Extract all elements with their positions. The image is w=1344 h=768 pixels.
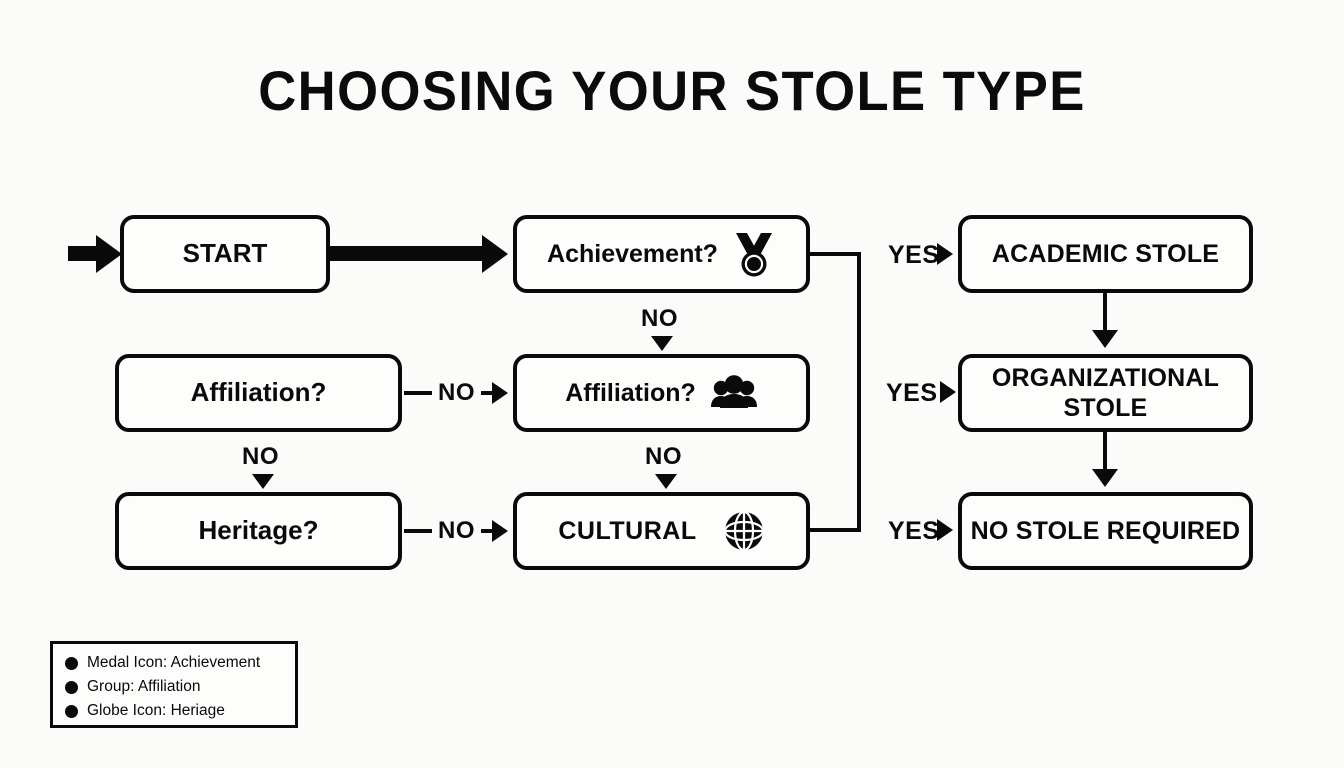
node-organizational-stole-line2: STOLE: [1063, 394, 1148, 422]
node-cultural-label: CULTURAL: [558, 517, 697, 545]
edge-label-yes-3: YES: [888, 517, 940, 545]
start-entry-arrow-head: [96, 235, 122, 273]
legend-item-label: Group: Affiliation: [87, 678, 201, 695]
cultural-yes-hline: [810, 528, 861, 532]
heritage-no-hline-a: [404, 529, 432, 533]
organizational-to-nostole-arrowhead: [1092, 469, 1118, 487]
node-affiliation-left[interactable]: Affiliation?: [115, 354, 402, 432]
node-heritage-left[interactable]: Heritage?: [115, 492, 402, 570]
node-affiliation-left-label: Affiliation?: [190, 377, 327, 408]
yes-bracket-vline: [857, 252, 861, 530]
legend-item-label: Globe Icon: Heriage: [87, 702, 225, 719]
academic-to-organizational-line: [1103, 293, 1107, 333]
no-4-arrowhead: [655, 474, 677, 489]
organizational-to-nostole-line: [1103, 432, 1107, 472]
node-academic-stole-label: ACADEMIC STOLE: [991, 240, 1220, 268]
legend-item: Medal Icon: Achievement: [65, 651, 285, 675]
node-start-label: START: [182, 238, 268, 269]
bullet-dot-icon: [65, 680, 78, 694]
edge-label-yes-2: YES: [886, 379, 938, 407]
globe-icon: [723, 510, 765, 552]
start-to-achievement-stem: [330, 246, 488, 261]
node-affiliation-center-label: Affiliation?: [565, 379, 696, 407]
node-organizational-stole-line1: ORGANIZATIONAL: [991, 363, 1220, 392]
start-to-achievement-head: [482, 235, 508, 273]
group-icon: [710, 375, 758, 411]
academic-to-organizational-arrowhead: [1092, 330, 1118, 348]
yes-3-arrowhead: [937, 519, 953, 541]
no-5-arrowhead: [492, 520, 508, 542]
legend-box: Medal Icon: Achievement Group: Affiliati…: [50, 641, 298, 728]
node-achievement-label: Achievement?: [547, 240, 718, 268]
edge-label-no-4: NO: [645, 443, 682, 470]
legend-item: Group: Affiliation: [65, 675, 285, 699]
bullet-dot-icon: [65, 704, 78, 718]
node-affiliation-center[interactable]: Affiliation?: [513, 354, 810, 432]
affiliation-left-no-hline-a: [404, 391, 432, 395]
medal-icon: [732, 231, 776, 277]
no-1-arrowhead: [651, 336, 673, 351]
achievement-yes-hline: [810, 252, 861, 256]
node-no-stole-required[interactable]: NO STOLE REQUIRED: [958, 492, 1253, 570]
yes-1-arrowhead: [937, 243, 953, 265]
heritage-no-hline-b: [481, 529, 497, 533]
no-2-arrowhead: [492, 382, 508, 404]
affiliation-left-no-hline-b: [481, 391, 497, 395]
node-start[interactable]: START: [120, 215, 330, 293]
yes-2-arrowhead: [940, 381, 956, 403]
node-no-stole-required-label: NO STOLE REQUIRED: [970, 517, 1241, 545]
legend-item-label: Medal Icon: Achievement: [87, 654, 261, 671]
edge-label-yes-1: YES: [888, 241, 940, 269]
edge-label-no-5: NO: [438, 517, 475, 544]
node-achievement[interactable]: Achievement?: [513, 215, 810, 293]
edge-label-no-3: NO: [242, 443, 279, 470]
bullet-dot-icon: [65, 656, 78, 670]
legend-item: Globe Icon: Heriage: [65, 699, 285, 723]
node-cultural[interactable]: CULTURAL: [513, 492, 810, 570]
edge-label-no-1: NO: [641, 305, 678, 332]
node-academic-stole[interactable]: ACADEMIC STOLE: [958, 215, 1253, 293]
edge-label-no-2: NO: [438, 379, 475, 406]
page-title: CHOOSING YOUR STOLE TYPE: [258, 59, 1086, 122]
node-organizational-stole[interactable]: ORGANIZATIONAL STOLE: [958, 354, 1253, 432]
node-heritage-left-label: Heritage?: [198, 515, 319, 546]
no-3-arrowhead: [252, 474, 274, 489]
